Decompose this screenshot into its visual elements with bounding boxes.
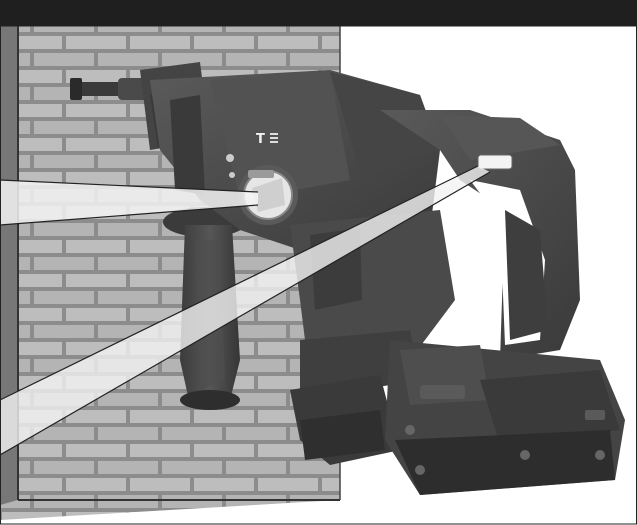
mode-marking-text: T [256, 132, 265, 147]
battery-pack [385, 340, 625, 495]
header-bar [0, 0, 637, 26]
lock-button [478, 155, 512, 169]
